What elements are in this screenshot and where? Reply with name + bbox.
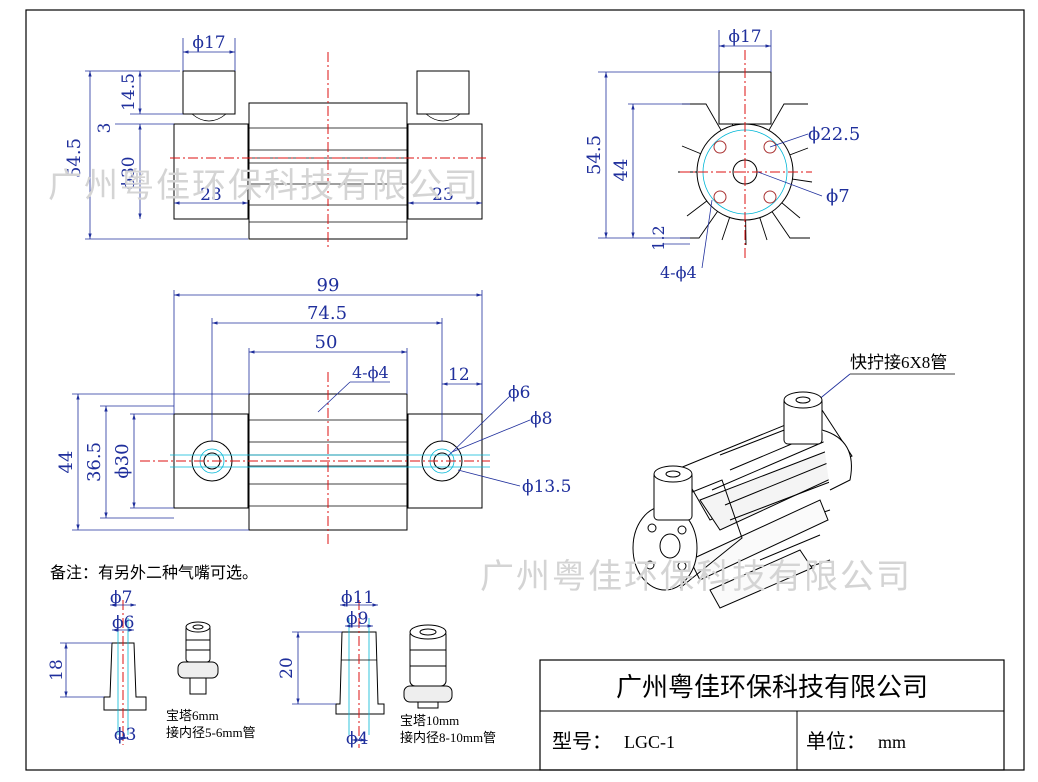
company-name: 广州粤佳环保科技有限公司 bbox=[616, 673, 928, 702]
dim-plan-99: 99 bbox=[317, 275, 340, 296]
dim-plan-d30: ϕ30 bbox=[112, 443, 133, 478]
dim-side-1-2: 1.2 bbox=[649, 225, 668, 250]
dim-nl-d9: ϕ9 bbox=[346, 609, 368, 629]
plan-view: 99 74.5 50 4-ϕ4 12 ϕ6 ϕ8 ϕ13.5 44 36.5 ϕ… bbox=[56, 275, 571, 545]
dim-plan-d6: ϕ6 bbox=[508, 383, 530, 403]
dim-plan-d8: ϕ8 bbox=[530, 409, 552, 429]
dim-ns-d7: ϕ7 bbox=[110, 588, 132, 608]
ns-caption-line1: 宝塔6mm bbox=[166, 708, 219, 723]
unit-value: mm bbox=[878, 732, 906, 752]
dim-plan-holes: 4-ϕ4 bbox=[352, 363, 389, 382]
ns-caption-line2: 接内径5-6mm管 bbox=[166, 725, 256, 740]
front-view: 54.5 14.5 3 ϕ30 ϕ17 23 23 bbox=[64, 33, 488, 248]
watermark-bottom: 广州粤佳环保科技有限公司 bbox=[480, 557, 912, 597]
dim-14-5: 14.5 bbox=[119, 73, 139, 111]
dim-side-holes: 4-ϕ4 bbox=[660, 263, 697, 282]
dim-23-right: 23 bbox=[432, 185, 454, 205]
dim-nl-d11: ϕ11 bbox=[341, 588, 374, 608]
iso-label: 快拧接6X8管 bbox=[850, 353, 947, 372]
note-text: 备注：有另外二种气嘴可选。 bbox=[50, 564, 258, 582]
model-label: 型号： bbox=[552, 730, 612, 753]
nl-caption-line2: 接内径8-10mm管 bbox=[400, 730, 496, 745]
unit-label: 单位： bbox=[806, 730, 866, 753]
dim-plan-d13-5: ϕ13.5 bbox=[522, 477, 571, 497]
dim-ns-18: 18 bbox=[47, 659, 67, 681]
nozzle-small: ϕ7 ϕ6 ϕ3 18 宝塔6mm 接内径5-6mm管 bbox=[47, 588, 256, 745]
title-block: 广州粤佳环保科技有限公司 型号： LGC-1 单位： mm bbox=[539, 659, 1005, 771]
nl-caption-line1: 宝塔10mm bbox=[400, 713, 459, 728]
dim-plan-44: 44 bbox=[56, 451, 77, 474]
nozzle-large: ϕ11 ϕ9 ϕ4 20 宝塔10mm 接内径8-10mm管 bbox=[277, 588, 496, 749]
side-view: ϕ17 54.5 44 1.2 ϕ22.5 ϕ7 4-ϕ4 bbox=[584, 27, 860, 282]
dim-ns-d6: ϕ6 bbox=[112, 613, 134, 633]
dim-plan-36-5: 36.5 bbox=[84, 442, 105, 482]
dim-d17: ϕ17 bbox=[192, 33, 225, 53]
isometric-view: 快拧接6X8管 bbox=[632, 353, 955, 609]
dim-nl-d4: ϕ4 bbox=[346, 729, 368, 749]
dim-nl-20: 20 bbox=[277, 657, 297, 679]
dim-3: 3 bbox=[95, 123, 115, 134]
sheet-border bbox=[25, 9, 1025, 771]
dim-side-d22-5: ϕ22.5 bbox=[808, 124, 860, 145]
dim-plan-12: 12 bbox=[448, 365, 470, 385]
dim-54-5: 54.5 bbox=[64, 138, 85, 178]
dim-side-54-5: 54.5 bbox=[584, 135, 605, 175]
dim-side-d7: ϕ7 bbox=[826, 186, 850, 207]
model-value: LGC-1 bbox=[624, 732, 675, 752]
dim-ns-d3: ϕ3 bbox=[114, 725, 136, 745]
dim-side-d17: ϕ17 bbox=[728, 27, 761, 47]
dim-side-44: 44 bbox=[611, 159, 632, 182]
dim-23-left: 23 bbox=[200, 185, 222, 205]
dim-plan-50: 50 bbox=[315, 332, 338, 353]
dim-d30: ϕ30 bbox=[119, 156, 139, 189]
dim-plan-74-5: 74.5 bbox=[307, 303, 347, 324]
watermark-top: 广州粤佳环保科技有限公司 bbox=[48, 166, 480, 206]
